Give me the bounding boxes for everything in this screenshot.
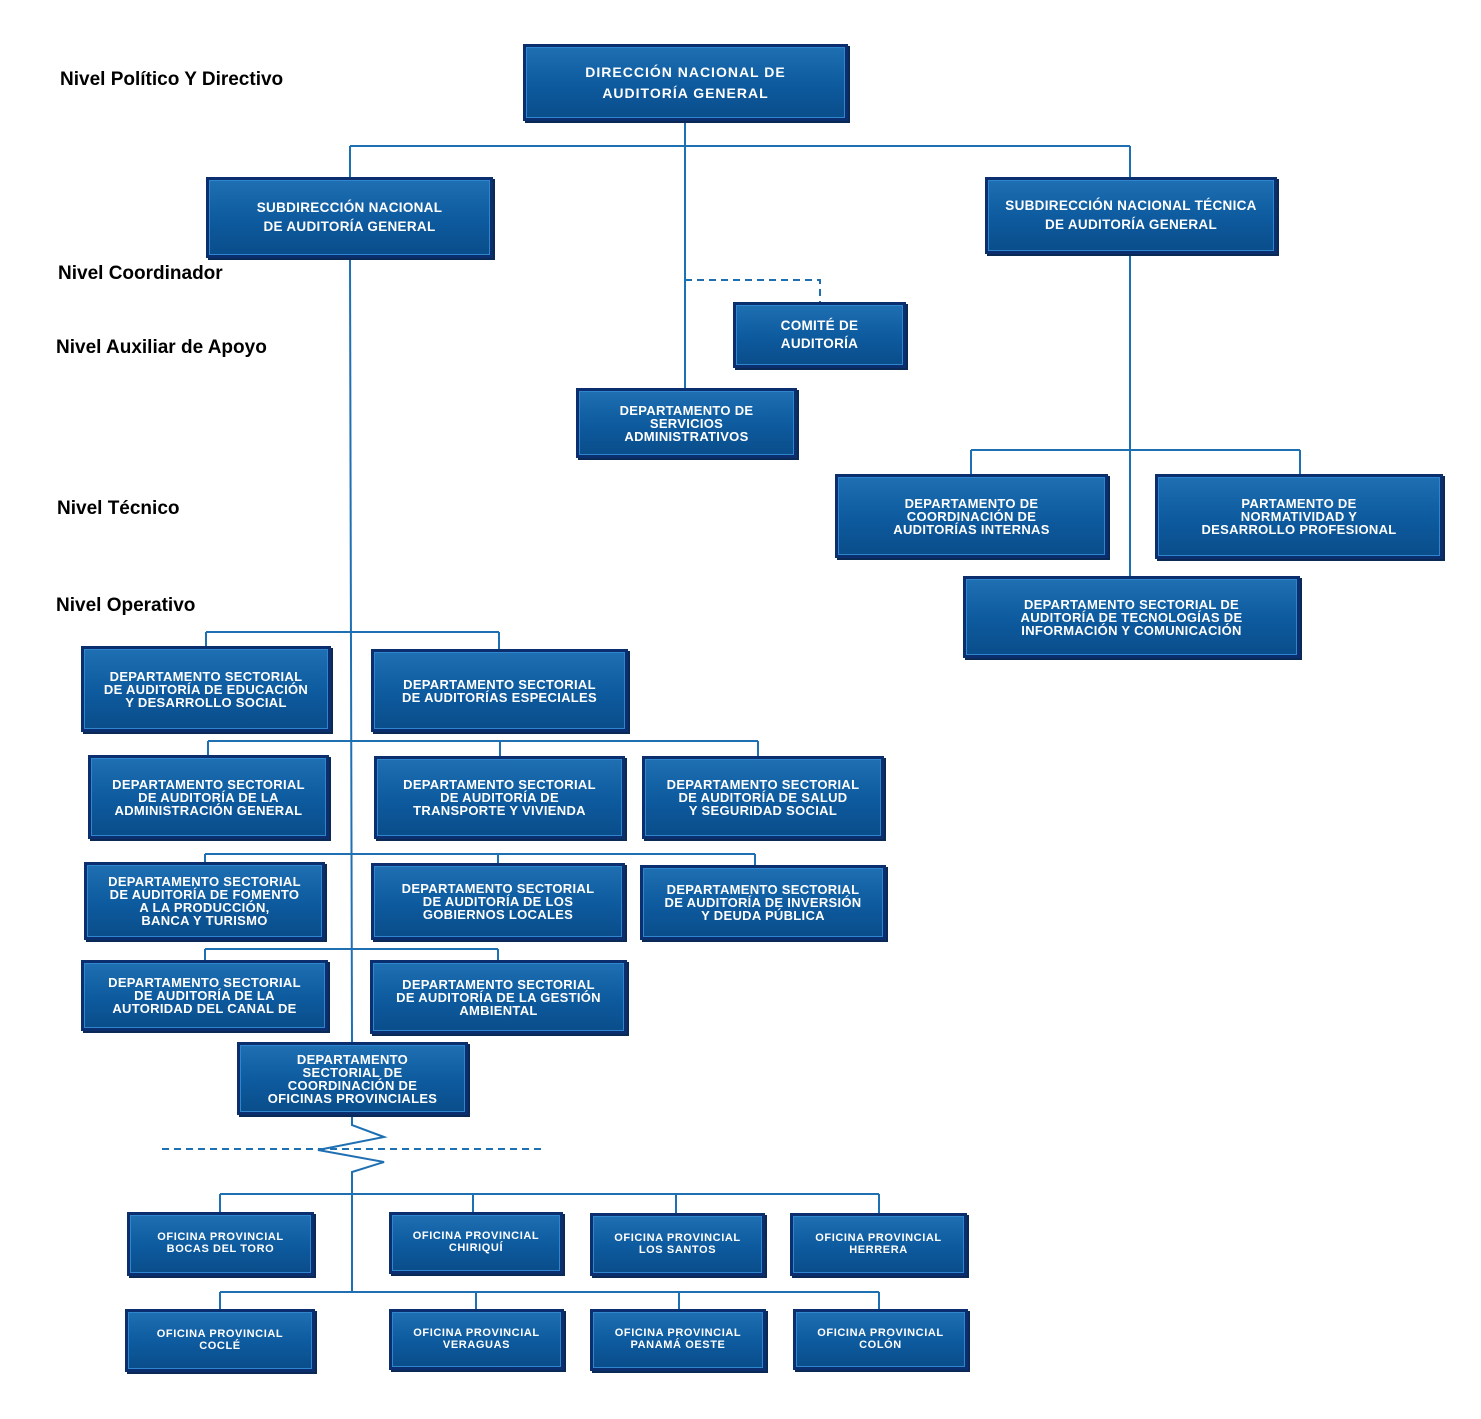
box-inversion-deuda: DEPARTAMENTO SECTORIAL DE AUDITORÍA DE I… bbox=[640, 865, 886, 940]
box-oficina-bocas-del-toro: OFICINA PROVINCIAL BOCAS DEL TORO bbox=[127, 1212, 314, 1276]
box-label: DEPARTAMENTO SECTORIAL DE AUDITORÍA DE L… bbox=[108, 975, 301, 1016]
box-label: DEPARTAMENTO SECTORIAL DE AUDITORÍA DE F… bbox=[108, 874, 301, 928]
box-label: DEPARTAMENTO SECTORIAL DE AUDITORÍA DE L… bbox=[112, 776, 305, 818]
box-gestion-ambiental: DEPARTAMENTO SECTORIAL DE AUDITORÍA DE L… bbox=[370, 960, 627, 1034]
box-label: DEPARTAMENTO SECTORIAL DE AUDITORÍA DE I… bbox=[664, 882, 862, 923]
box-label: DEPARTAMENTO DE COORDINACIÓN DE AUDITORÍ… bbox=[893, 495, 1050, 537]
box-label: DEPARTAMENTO SECTORIAL DE COORDINACIÓN D… bbox=[267, 1051, 438, 1106]
box-label: SUBDIRECCIÓN NACIONAL DE AUDITORÍA GENER… bbox=[256, 200, 443, 234]
box-label: OFICINA PROVINCIAL COCLÉ bbox=[156, 1327, 284, 1352]
box-label: OFICINA PROVINCIAL COLÓN bbox=[817, 1326, 944, 1351]
box-label: DEPARTAMENTO SECTORIAL DE AUDITORÍA DE L… bbox=[401, 881, 595, 922]
box-subdireccion-general: SUBDIRECCIÓN NACIONAL DE AUDITORÍA GENER… bbox=[206, 177, 493, 258]
box-label: DIRECCIÓN NACIONAL DE AUDITORÍA GENERAL bbox=[585, 64, 786, 101]
level-label-operativo: Nivel Operativo bbox=[56, 595, 196, 616]
box-label: OFICINA PROVINCIAL BOCAS DEL TORO bbox=[157, 1231, 284, 1255]
box-autoridad-canal: DEPARTAMENTO SECTORIAL DE AUDITORÍA DE L… bbox=[81, 960, 328, 1031]
box-label: DEPARTAMENTO SECTORIAL DE AUDITORÍA DE T… bbox=[1020, 596, 1243, 638]
box-label: DEPARTAMENTO DE SERVICIOS ADMINISTRATIVO… bbox=[619, 402, 754, 444]
box-label: OFICINA PROVINCIAL VERAGUAS bbox=[413, 1326, 540, 1351]
box-label: DEPARTAMENTO SECTORIAL DE AUDITORÍA DE E… bbox=[103, 668, 309, 710]
box-coordinacion-oficinas-provinciales: DEPARTAMENTO SECTORIAL DE COORDINACIÓN D… bbox=[237, 1042, 468, 1115]
box-label: OFICINA PROVINCIAL PANAMÁ OESTE bbox=[614, 1327, 742, 1351]
box-transporte-vivienda: DEPARTAMENTO SECTORIAL DE AUDITORÍA DE T… bbox=[374, 756, 625, 839]
box-label: DEPARTAMENTO SECTORIAL DE AUDITORÍA DE S… bbox=[666, 777, 860, 818]
level-label-auxiliar: Nivel Auxiliar de Apoyo bbox=[56, 337, 267, 358]
box-normatividad: PARTAMENTO DE NORMATIVIDAD Y DESARROLLO … bbox=[1155, 474, 1443, 559]
box-subdireccion-tecnica: SUBDIRECCIÓN NACIONAL TÉCNICA DE AUDITOR… bbox=[985, 177, 1277, 254]
box-servicios-administrativos: DEPARTAMENTO DE SERVICIOS ADMINISTRATIVO… bbox=[576, 388, 797, 458]
level-label-coordinador: Nivel Coordinador bbox=[58, 263, 223, 284]
box-label: DEPARTAMENTO SECTORIAL DE AUDITORÍA DE T… bbox=[403, 777, 596, 818]
box-coordinacion-auditorias-internas: DEPARTAMENTO DE COORDINACIÓN DE AUDITORÍ… bbox=[835, 474, 1108, 558]
level-label-politico: Nivel Político Y Directivo bbox=[60, 69, 284, 90]
box-oficina-panama-oeste: OFICINA PROVINCIAL PANAMÁ OESTE bbox=[590, 1309, 766, 1371]
box-label: OFICINA PROVINCIAL LOS SANTOS bbox=[614, 1231, 741, 1256]
box-especiales: DEPARTAMENTO SECTORIAL DE AUDITORÍAS ESP… bbox=[371, 649, 628, 732]
box-fomento-produccion: DEPARTAMENTO SECTORIAL DE AUDITORÍA DE F… bbox=[84, 862, 325, 940]
box-administracion-general: DEPARTAMENTO SECTORIAL DE AUDITORÍA DE L… bbox=[88, 755, 329, 839]
box-oficina-herrera: OFICINA PROVINCIAL HERRERA bbox=[790, 1213, 967, 1276]
box-label: SUBDIRECCIÓN NACIONAL TÉCNICA DE AUDITOR… bbox=[1005, 198, 1257, 232]
box-label: COMITÉ DE AUDITORÍA bbox=[780, 317, 859, 351]
box-label: OFICINA PROVINCIAL HERRERA bbox=[815, 1231, 942, 1256]
box-oficina-cocle: OFICINA PROVINCIAL COCLÉ bbox=[125, 1309, 315, 1372]
box-label: DEPARTAMENTO SECTORIAL DE AUDITORÍAS ESP… bbox=[401, 676, 597, 705]
level-label-tecnico: Nivel Técnico bbox=[57, 498, 180, 519]
box-oficina-veraguas: OFICINA PROVINCIAL VERAGUAS bbox=[389, 1309, 564, 1370]
box-tecnologias-informacion: DEPARTAMENTO SECTORIAL DE AUDITORÍA DE T… bbox=[963, 576, 1300, 658]
box-oficina-los-santos: OFICINA PROVINCIAL LOS SANTOS bbox=[590, 1213, 765, 1276]
box-oficina-chiriqui: OFICINA PROVINCIAL CHIRIQUÍ bbox=[389, 1212, 563, 1274]
box-direccion-nacional: DIRECCIÓN NACIONAL DE AUDITORÍA GENERAL bbox=[523, 44, 848, 121]
box-salud-seguridad-social: DEPARTAMENTO SECTORIAL DE AUDITORÍA DE S… bbox=[642, 756, 884, 839]
box-oficina-colon: OFICINA PROVINCIAL COLÓN bbox=[793, 1309, 968, 1370]
box-label: DEPARTAMENTO SECTORIAL DE AUDITORÍA DE L… bbox=[396, 976, 601, 1018]
box-comite-auditoria: COMITÉ DE AUDITORÍA bbox=[733, 302, 906, 368]
box-label: PARTAMENTO DE NORMATIVIDAD Y DESARROLLO … bbox=[1201, 496, 1397, 537]
box-educacion: DEPARTAMENTO SECTORIAL DE AUDITORÍA DE E… bbox=[81, 646, 331, 732]
box-label: OFICINA PROVINCIAL CHIRIQUÍ bbox=[412, 1230, 540, 1254]
box-gobiernos-locales: DEPARTAMENTO SECTORIAL DE AUDITORÍA DE L… bbox=[371, 863, 625, 940]
